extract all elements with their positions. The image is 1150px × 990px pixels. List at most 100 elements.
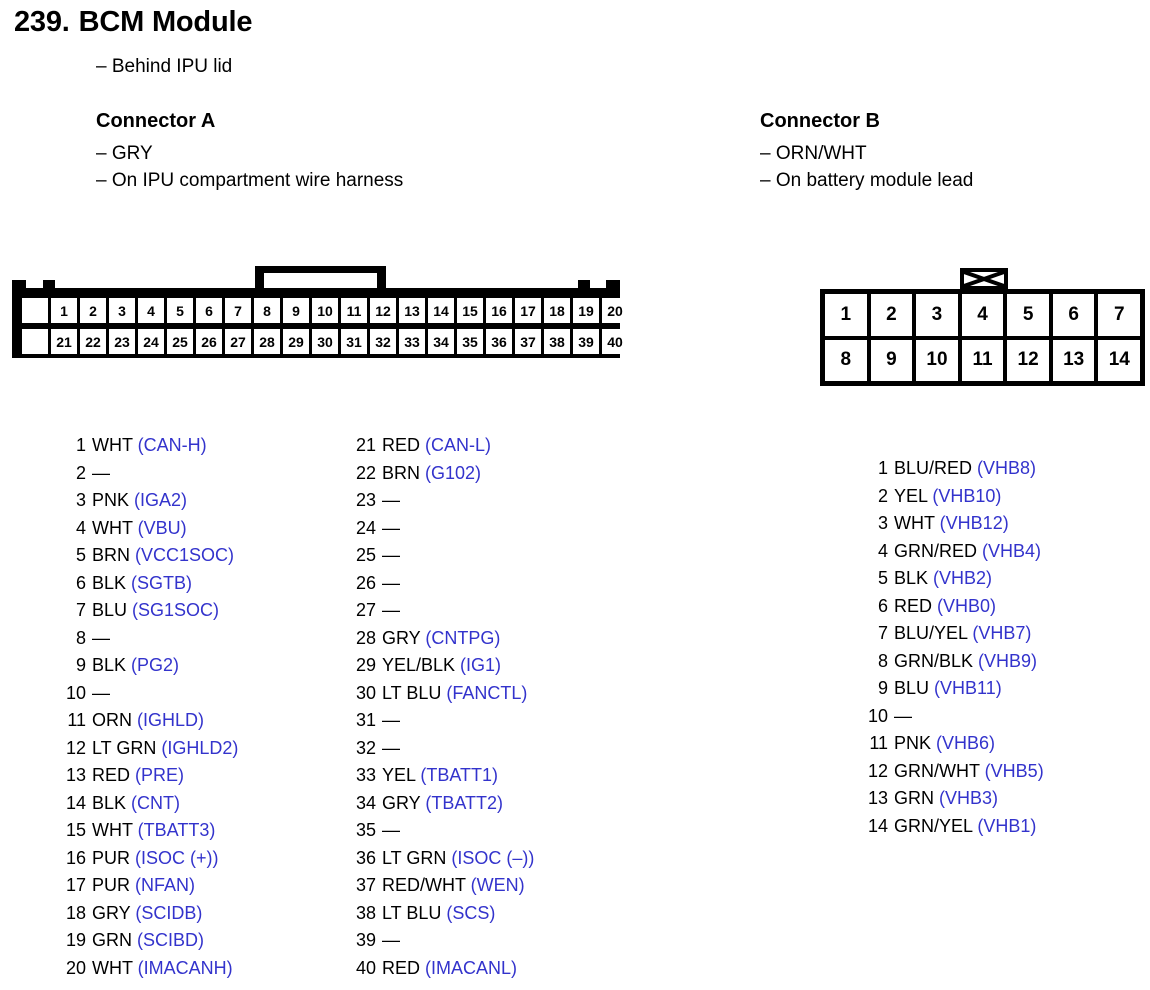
connector-a-pin-number: 38: [355, 902, 376, 923]
connector-a-pin-wire-color: WHT: [92, 435, 133, 455]
connector-a-pin-5: 5: [167, 298, 193, 323]
connector-a-pin-blank-slot: [22, 298, 48, 323]
connector-a-note-location: – On IPU compartment wire harness: [96, 170, 404, 191]
connector-a-pin-signal-name: (ISOC (+)): [130, 847, 219, 868]
connector-a-pin-signal-name: (IGHLD2): [156, 737, 239, 758]
connector-a-pin-signal-name: (SCIDB): [130, 902, 203, 923]
connector-a-pin-2: 2: [80, 298, 106, 323]
connector-a-pin-signal-name: (IGHLD): [132, 710, 204, 730]
connector-b-pin-row-10: 10—: [862, 703, 1044, 731]
connector-a-pin-signal-name: (WEN): [465, 875, 525, 895]
connector-a-pin-11: 11: [341, 298, 367, 323]
connector-a-pin-wire-color: BLU: [92, 600, 128, 620]
connector-a-pin-row-34: 34 GRY (TBATT2): [350, 790, 534, 818]
connector-a-pin-22: 22: [80, 329, 106, 354]
connector-a-pin-blank-slot: [22, 329, 48, 354]
connector-b-pin-wire-color: GRN/YEL: [894, 815, 973, 836]
connector-b-pin-wire-color: GRN/RED: [894, 540, 978, 561]
connector-b-pin-4: 4: [961, 294, 1004, 336]
connector-b-note-color: – ORN/WHT: [760, 143, 867, 164]
connector-a-pin-number: 39: [355, 930, 376, 950]
connector-a-pin-row-25: 25—: [350, 542, 534, 570]
connector-a-pin-wire-color: —: [382, 930, 400, 950]
connector-a-pin-signal-name: (ISOC (–)): [446, 847, 535, 868]
connector-b-pin-signal-name: (VHB8): [972, 458, 1037, 478]
connector-b-pin-signal-name: (VHB2): [928, 568, 993, 588]
connector-a-pin-wire-color: WHT: [92, 820, 133, 840]
connector-b-pin-number: 6: [877, 595, 888, 616]
connector-a-pin-signal-name: (TBATT2): [420, 792, 504, 813]
connector-a-pin-number: 18: [65, 902, 86, 923]
connector-b-pin-signal-name: (VHB11): [929, 678, 1002, 698]
connector-a-pin-19: 19: [573, 298, 599, 323]
connector-a-note-color: – GRY: [96, 143, 153, 164]
connector-a-pin-wire-color: PUR: [92, 875, 131, 895]
connector-b-pin-signal-name: (VHB3): [934, 788, 999, 808]
page-title-text: BCM Module: [78, 6, 253, 38]
connector-b-pin-12: 12: [1007, 339, 1049, 381]
connector-a-pin-7: 7: [225, 298, 251, 323]
connector-a-pin-wire-color: BLK: [92, 572, 127, 593]
connector-b-pin-number: 9: [877, 678, 888, 698]
connector-a-pin-number: 19: [65, 930, 86, 950]
connector-a-pin-21: 21: [51, 329, 77, 354]
connector-a-pin-number: 37: [355, 875, 376, 895]
connector-a-pin-33: 33: [399, 329, 425, 354]
connector-a-pin-signal-name: (VCC1SOC): [130, 545, 235, 565]
connector-b-pin-signal-name: (VHB1): [972, 815, 1037, 836]
connector-a-pin-38: 38: [544, 329, 570, 354]
connector-a-pin-32: 32: [370, 329, 396, 354]
connector-a-pin-number: 14: [65, 792, 86, 813]
connector-b-pin-signal-name: (VHB12): [934, 513, 1009, 533]
connector-a-pin-number: 22: [355, 462, 376, 483]
connector-a-pin-number: 32: [355, 737, 376, 758]
connector-a-heading: Connector A: [96, 110, 216, 132]
connector-a-pin-number: 40: [355, 957, 376, 978]
connector-b-pin-wire-color: BLK: [894, 568, 929, 588]
connector-a-pin-wire-color: GRY: [382, 627, 421, 648]
connector-a-pin-wire-color: —: [92, 682, 110, 703]
connector-a-pin-15: 15: [457, 298, 483, 323]
connector-a-pin-wire-color: GRN: [92, 930, 132, 950]
connector-b-pin-wire-color: GRN/WHT: [894, 760, 980, 781]
connector-a-pin-39: 39: [573, 329, 599, 354]
connector-a-pin-row-32: 32—: [350, 735, 534, 763]
connector-a-pin-number: 9: [75, 655, 86, 675]
connector-a-pin-blank-slot: [631, 298, 657, 323]
connector-a-pin-28: 28: [254, 329, 280, 354]
connector-a-pin-number: 26: [355, 572, 376, 593]
connector-a-pin-number: 34: [355, 792, 376, 813]
connector-a-pin-signal-name: (NFAN): [130, 875, 196, 895]
connector-a-latch-bar: [255, 266, 386, 273]
connector-a-pin-26: 26: [196, 329, 222, 354]
connector-b-pin-number: 7: [877, 623, 888, 643]
connector-a-pin-wire-color: RED: [382, 957, 421, 978]
connector-a-pin-23: 23: [109, 329, 135, 354]
connector-a-pin-signal-name: (SCS): [441, 902, 496, 923]
connector-a-pin-number: 24: [355, 517, 376, 538]
connector-a-pin-row-35: 35—: [350, 817, 534, 845]
connector-a-pin-number: 1: [75, 435, 86, 455]
connector-a-pin-row-2: 2—: [60, 460, 238, 488]
connector-a-pin-row-39: 39 —: [350, 927, 534, 955]
connector-a-pin-number: 8: [75, 627, 86, 648]
connector-a-pin-34: 34: [428, 329, 454, 354]
connector-a-pin-4: 4: [138, 298, 164, 323]
connector-a-latch-post-left: [255, 266, 264, 290]
connector-a-pin-wire-color: GRY: [382, 792, 421, 813]
connector-b-pin-7: 7: [1098, 294, 1141, 336]
